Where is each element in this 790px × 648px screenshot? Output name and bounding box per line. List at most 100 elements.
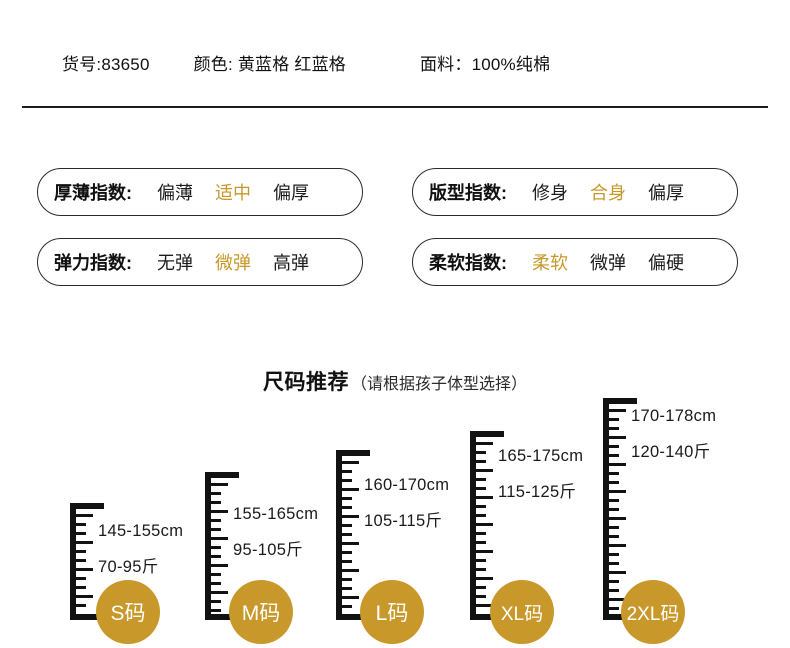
index-option-elasticity-2[interactable]: 高弹 [273,253,309,273]
ruler-tick [609,508,619,511]
ruler-tick [76,523,86,526]
index-option-softness-2[interactable]: 偏硬 [648,253,684,273]
index-option-softness-1[interactable]: 微弹 [590,253,626,273]
index-box-elasticity: 弹力指数: 无弹 微弹 高弹 [37,238,363,286]
index-label-softness: 柔软指数: [429,253,507,273]
ruler-tick [476,550,493,553]
ruler-tick [211,483,228,486]
index-box-softness: 柔软指数: 柔软 微弹 偏硬 [412,238,738,286]
ruler-tick [609,499,619,502]
index-option-fit-1[interactable]: 合身 [590,183,626,203]
ruler-tick [609,598,626,601]
ruler-tick [609,445,619,448]
ruler-tick [342,533,352,536]
index-option-thickness-0[interactable]: 偏薄 [157,183,193,203]
ruler-tick [211,591,228,594]
size-weight-range: 120-140斤 [631,442,711,461]
ruler-tick [211,510,228,513]
ruler-tick [211,582,221,585]
ruler-measure-labels: 145-155cm 70-95斤 [98,523,183,575]
index-option-elasticity-0[interactable]: 无弹 [157,253,193,273]
ruler-tick [211,609,221,612]
ruler-spine [336,450,342,620]
ruler-tick [342,587,352,590]
size-height-range: 145-155cm [98,522,184,540]
index-option-thickness-1[interactable]: 适中 [215,183,251,203]
index-box-fit: 版型指数: 修身 合身 偏厚 [412,168,738,216]
index-option-fit-0[interactable]: 修身 [532,183,568,203]
ruler-tick [342,605,352,608]
size-weight-range: 70-95斤 [98,557,159,576]
ruler-tick [476,541,486,544]
ruler-tick [609,427,619,430]
index-options-softness: 柔软 微弹 偏硬 [521,249,695,275]
ruler-tick [76,559,86,562]
ruler-tick [211,537,228,540]
ruler-spine [470,431,476,620]
size-section-subtitle: （请根据孩子体型选择） [350,376,527,393]
ruler-tick [476,532,486,535]
ruler-measure-labels: 170-178cm 120-140斤 [631,408,716,460]
size-height-range: 170-178cm [631,407,717,425]
ruler-tick [609,409,626,412]
size-badge-2XL码[interactable]: 2XL码 [621,580,685,644]
size-section-title: 尺码推荐 [262,371,349,394]
index-label-thickness: 厚薄指数: [54,183,132,203]
index-option-fit-2[interactable]: 偏厚 [648,183,684,203]
ruler-tick [211,519,221,522]
size-badge-XL码[interactable]: XL码 [490,580,554,644]
ruler-tick [609,463,626,466]
ruler-tick [342,461,359,464]
size-ruler-2XL码: 170-178cm 120-140斤 [603,398,716,620]
ruler-tick [211,492,221,495]
product-item-number: 货号:83650 [62,54,150,74]
ruler-cap-top [70,503,104,509]
product-fabric: 面料：100%纯棉 [419,54,551,74]
ruler-tick [76,532,86,535]
ruler-tick [476,505,486,508]
ruler-tick [342,596,359,599]
ruler-tick [476,577,493,580]
ruler-tick [76,568,93,571]
index-option-softness-0[interactable]: 柔软 [532,253,568,273]
ruler-tick [211,528,221,531]
ruler-tick [476,568,486,571]
index-options-fit: 修身 合身 偏厚 [521,179,695,205]
ruler-tick [342,560,352,563]
ruler-tick [609,418,619,421]
ruler-cap-top [603,398,637,404]
ruler-tick [476,514,486,517]
index-label-elasticity: 弹力指数: [54,253,132,273]
ruler-tick [609,526,619,529]
ruler-tick [211,555,221,558]
size-badge-S码[interactable]: S码 [96,580,160,644]
ruler-tick [211,573,221,576]
ruler-tick [342,506,352,509]
ruler-cap-top [470,431,504,437]
ruler-tick [211,501,221,504]
ruler-cap-bottom [205,614,239,620]
ruler-spine [205,472,211,620]
ruler-cap-bottom [603,614,637,620]
size-ruler-S码: 145-155cm 70-95斤 [70,503,183,620]
size-height-range: 155-165cm [233,505,319,523]
ruler-tick [476,523,493,526]
ruler-tick [476,451,486,454]
size-badge-L码[interactable]: L码 [360,580,424,644]
index-option-thickness-2[interactable]: 偏厚 [273,183,309,203]
ruler-cap-bottom [336,614,370,620]
ruler-tick [609,517,626,520]
ruler-tick [609,490,626,493]
index-option-elasticity-1[interactable]: 微弹 [215,253,251,273]
ruler-tick [476,595,486,598]
ruler-tick [476,487,486,490]
size-badge-M码[interactable]: M码 [229,580,293,644]
ruler-tick [342,524,352,527]
ruler-tick [76,604,86,607]
ruler-tick [211,600,221,603]
